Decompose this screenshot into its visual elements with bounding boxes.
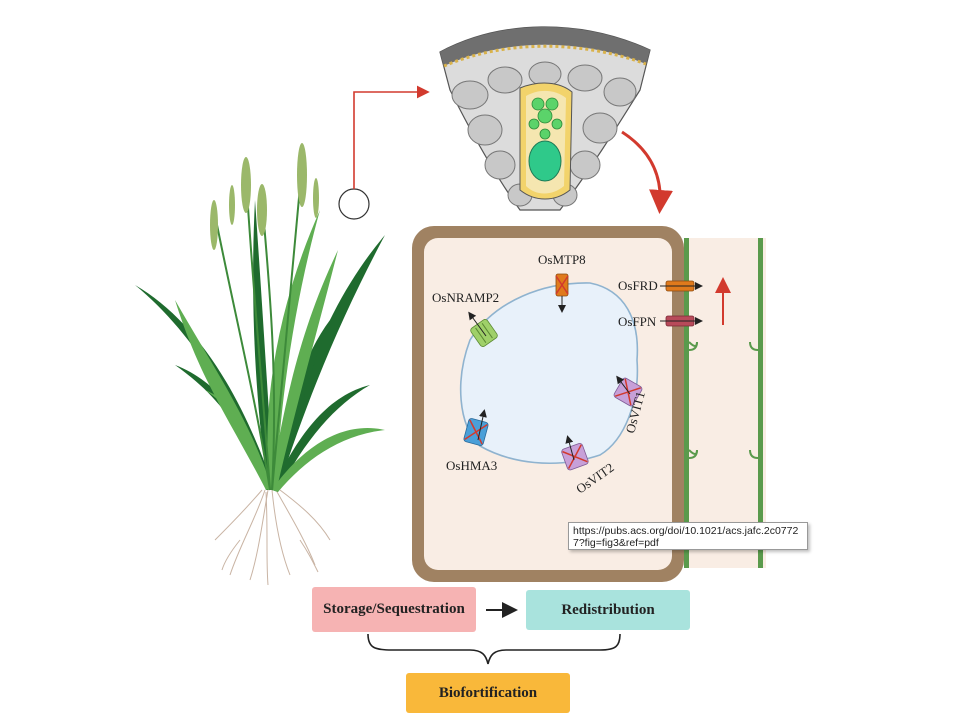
root-cross-section bbox=[439, 26, 651, 211]
zoom-circle bbox=[338, 188, 370, 220]
plant-cell bbox=[412, 226, 684, 582]
redistribution-box: Redistribution bbox=[526, 590, 690, 630]
plant-illustration bbox=[135, 143, 385, 586]
red-arrow-down bbox=[621, 130, 673, 214]
curly-brace bbox=[367, 633, 621, 665]
xylem-vessel bbox=[684, 238, 766, 568]
label-osfrd: OsFRD bbox=[618, 278, 658, 293]
biofortification-box: Biofortification bbox=[406, 673, 570, 713]
label-osnramp2: OsNRAMP2 bbox=[432, 290, 499, 305]
label-osmtp8: OsMTP8 bbox=[538, 252, 586, 267]
url-tooltip[interactable]: https://pubs.acs.org/doi/10.1021/acs.jaf… bbox=[568, 522, 808, 550]
transporter-osvit2 bbox=[561, 443, 589, 471]
storage-sequestration-box: Storage/Sequestration bbox=[312, 587, 476, 632]
transporter-oshma3 bbox=[463, 418, 489, 446]
transporter-osfrd bbox=[660, 280, 703, 292]
label-osfpn: OsFPN bbox=[618, 314, 657, 329]
transporter-osfpn bbox=[660, 315, 703, 327]
transporter-osmtp8 bbox=[555, 273, 569, 313]
red-arrow-up bbox=[353, 85, 430, 189]
label-oshma3: OsHMA3 bbox=[446, 458, 497, 473]
